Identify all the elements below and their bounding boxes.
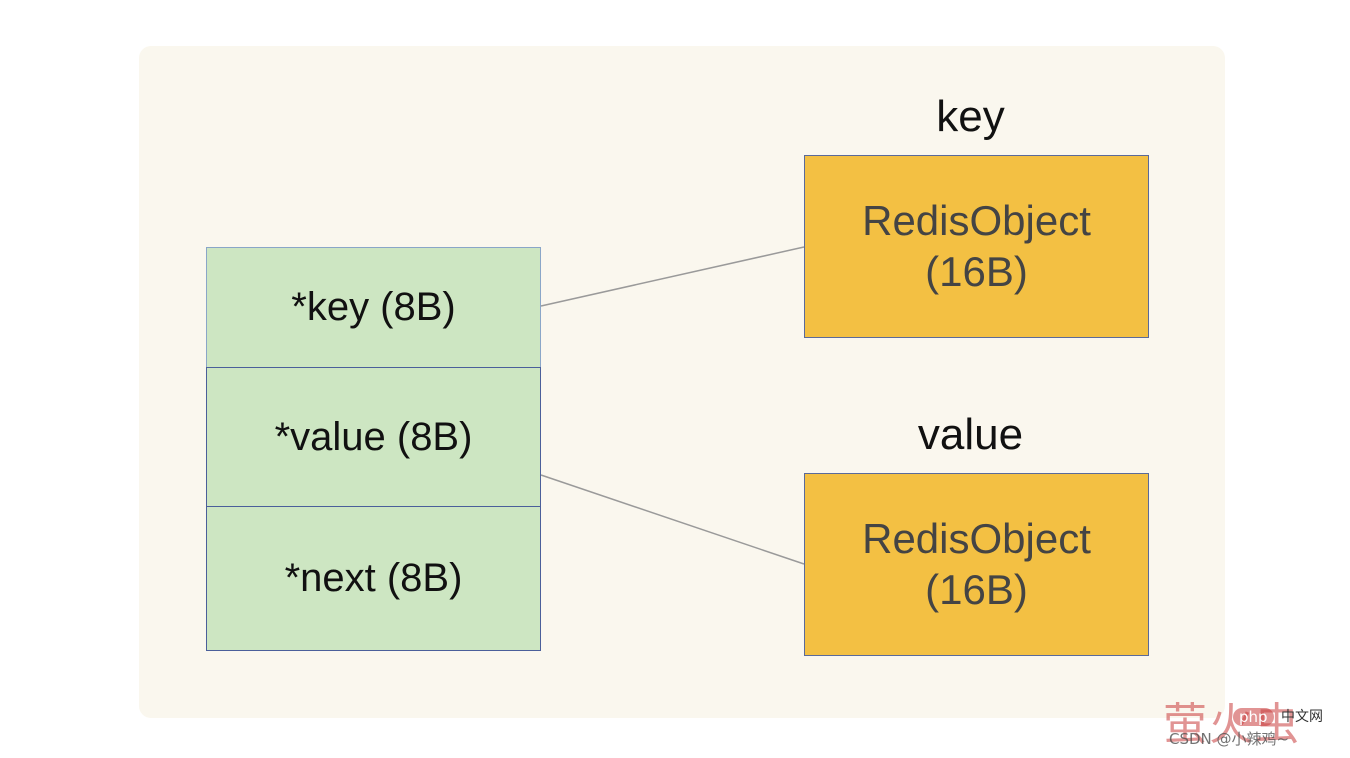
dict-entry: *key (8B) *value (8B) *next (8B) (206, 247, 541, 651)
watermark-badge: php (1233, 708, 1274, 726)
value-object-size: (16B) (925, 565, 1028, 613)
key-object-name: RedisObject (862, 197, 1091, 245)
entry-value-label: *value (8B) (274, 414, 473, 459)
value-pointer-line (540, 474, 805, 565)
key-redis-object: RedisObject (16B) (804, 155, 1149, 338)
watermark: 萤火虫 php 中文网 CSDN @小辣鸡~ (1163, 688, 1338, 752)
entry-key-field: *key (8B) (206, 247, 541, 368)
entry-next-label: *next (8B) (284, 556, 463, 600)
value-object-name: RedisObject (862, 515, 1091, 563)
entry-value-field: *value (8B) (206, 367, 541, 507)
key-pointer-line (540, 246, 805, 307)
watermark-csdn: CSDN @小辣鸡~ (1169, 730, 1290, 748)
key-object-title: key (936, 92, 1005, 141)
entry-next-field: *next (8B) (206, 506, 541, 651)
value-redis-object: RedisObject (16B) (804, 473, 1149, 656)
watermark-logo: 萤火虫 (1163, 699, 1301, 750)
key-object-size: (16B) (925, 247, 1028, 295)
value-object-title: value (917, 410, 1024, 459)
watermark-cn: 中文网 (1281, 709, 1323, 725)
entry-key-label: *key (8B) (291, 285, 456, 329)
